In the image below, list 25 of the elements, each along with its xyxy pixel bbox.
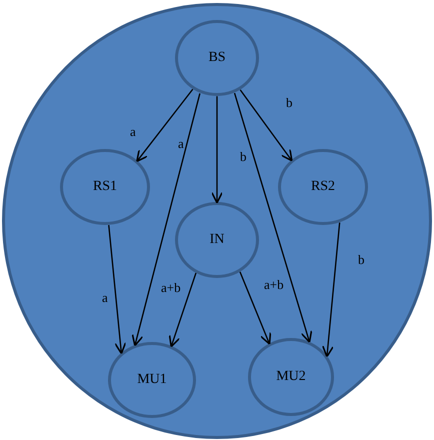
node-ellipse <box>108 342 196 418</box>
edge-label: a+b <box>264 277 284 293</box>
arrow <box>108 225 126 354</box>
node-label: BS <box>208 50 226 66</box>
arrow <box>132 93 200 346</box>
edge-label: b <box>358 252 364 268</box>
edge-label: b <box>240 149 246 165</box>
arrow <box>322 222 340 358</box>
edge-label: b <box>286 95 292 111</box>
edge-label: a <box>130 124 136 140</box>
arrow <box>136 88 194 162</box>
node-label: MU1 <box>137 372 167 388</box>
arrow <box>211 96 223 204</box>
arrow <box>234 92 312 343</box>
node-label: MU2 <box>276 369 306 385</box>
arrow <box>168 272 197 348</box>
arrow <box>239 272 272 345</box>
edge-label: a <box>102 290 108 306</box>
edge-label: a+b <box>161 280 181 296</box>
node-ellipse <box>248 338 334 416</box>
arrow <box>240 90 293 162</box>
node-label: RS2 <box>310 179 336 195</box>
edge-label: a <box>178 136 184 152</box>
node-label: IN <box>210 232 224 248</box>
node-label: RS1 <box>92 179 118 195</box>
